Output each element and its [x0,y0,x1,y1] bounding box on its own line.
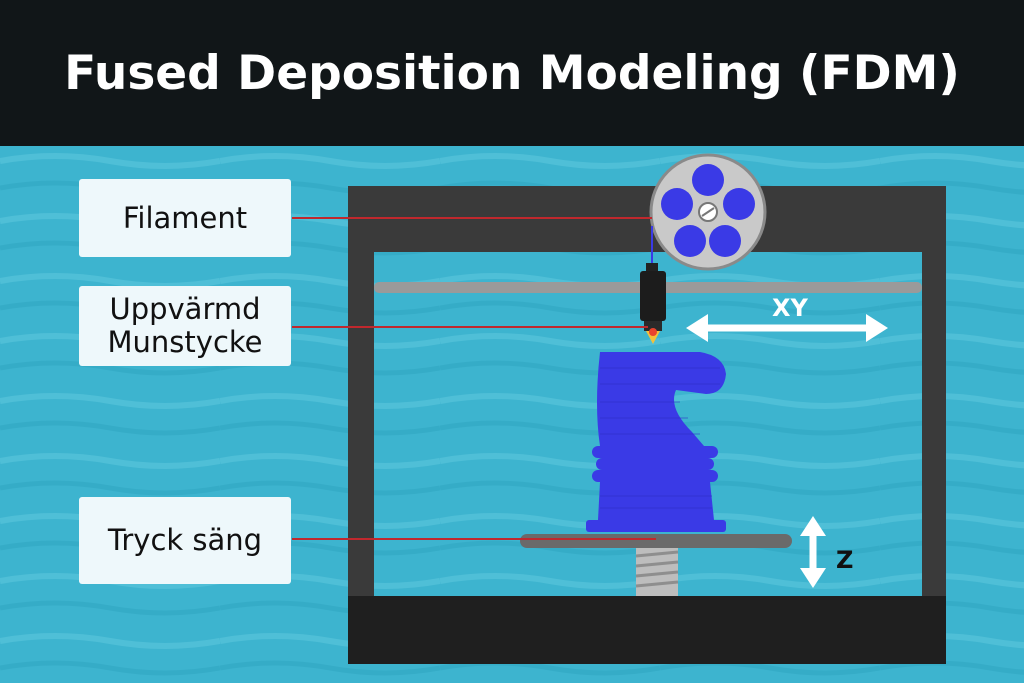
axis-label-z: Z [836,546,854,574]
page-title: Fused Deposition Modeling (FDM) [64,45,960,101]
leader-lines [292,217,656,540]
diagram-stage: Filament Uppvärmd Munstycke Tryck säng X… [0,146,1024,683]
print-bed [520,534,792,548]
axis-label-xy: XY [772,294,808,322]
lead-screw [635,548,679,596]
printed-knight [586,352,726,532]
title-bar: Fused Deposition Modeling (FDM) [0,0,1024,146]
extruder-icon [640,263,666,344]
label-bed: Tryck säng [79,497,291,584]
double-arrow-vertical-icon [800,516,826,588]
fdm-diagram [0,146,1024,683]
filament-spool-icon [649,153,767,271]
double-arrow-horizontal-icon [686,314,888,342]
label-filament: Filament [79,179,291,257]
label-nozzle: Uppvärmd Munstycke [79,286,291,366]
